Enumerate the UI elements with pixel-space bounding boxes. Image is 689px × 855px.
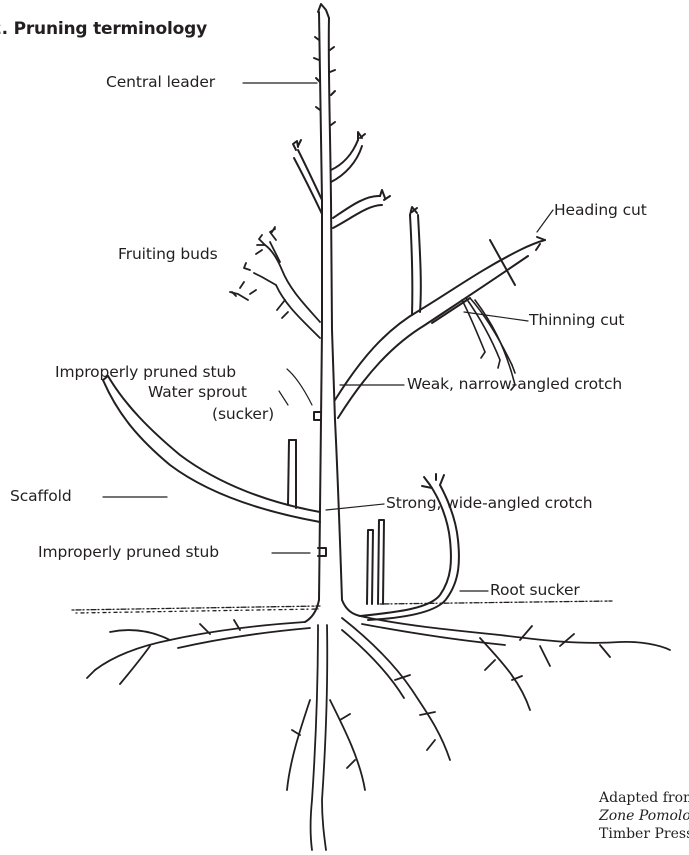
leader-thinning-cut: [464, 312, 528, 321]
branch-upper-left: [293, 140, 322, 214]
label-water-sprout: Water sprout: [148, 383, 247, 402]
trunk: [305, 4, 360, 622]
leader-lines: [103, 83, 553, 591]
leader-heading-cut: [537, 210, 553, 232]
leader-upper-stub: [287, 369, 312, 405]
leader-strong-crotch: [326, 504, 384, 510]
leader-water-sprout: [279, 391, 288, 405]
base-suckers: [367, 520, 384, 604]
credit-line-2: Zone Pomolog: [599, 807, 689, 825]
fruiting-buds-cluster: [230, 227, 320, 338]
source-credit: Adapted from Zone Pomolog Timber Press: [599, 789, 689, 843]
ground-line: [72, 601, 612, 613]
label-central-leader: Central leader: [106, 73, 215, 92]
branch-upper-right: [331, 132, 390, 228]
label-weak-crotch: Weak, narrow-angled crotch: [407, 375, 622, 394]
credit-line-3: Timber Press: [599, 825, 689, 843]
label-heading-cut: Heading cut: [554, 201, 647, 220]
label-improperly-pruned-stub-lower: Improperly pruned stub: [38, 543, 219, 562]
label-sucker: (sucker): [212, 405, 274, 424]
label-strong-crotch: Strong, wide-angled crotch: [386, 494, 593, 513]
label-improperly-pruned-stub-upper: Improperly pruned stub: [55, 363, 236, 382]
upper-stub: [314, 412, 321, 420]
thinning-cut-mark: [432, 298, 470, 323]
label-fruiting-buds: Fruiting buds: [118, 245, 218, 264]
roots: [87, 616, 670, 850]
credit-line-1: Adapted from: [599, 789, 689, 807]
label-root-sucker: Root sucker: [490, 581, 580, 600]
water-sprout: [288, 440, 296, 508]
label-thinning-cut: Thinning cut: [529, 311, 624, 330]
label-scaffold: Scaffold: [10, 487, 72, 506]
